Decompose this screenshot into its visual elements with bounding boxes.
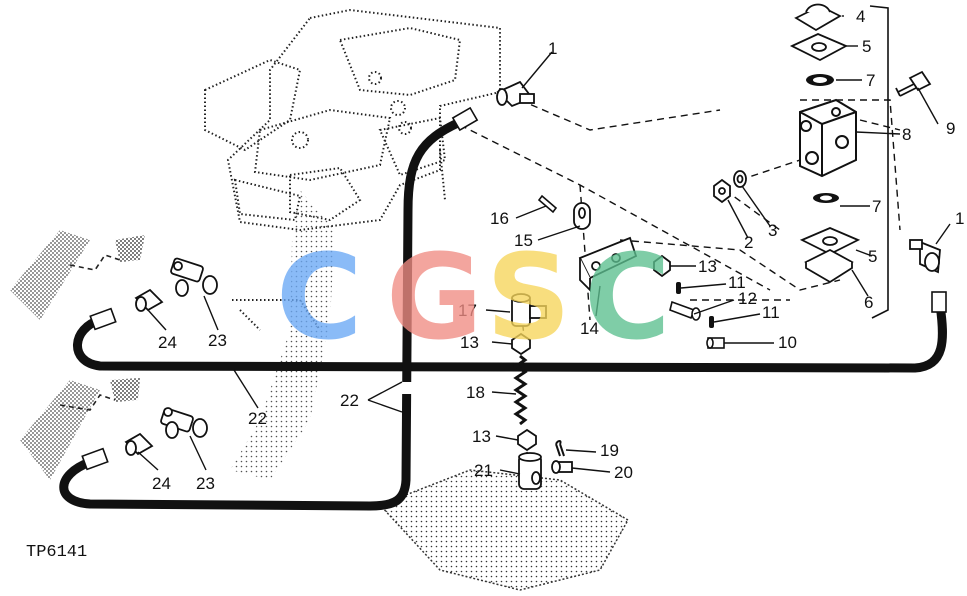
watermark: C G S C [276,228,671,366]
callout-24-lower: 24 [152,474,171,493]
part-cotter-pin-19 [555,440,565,457]
figure-code: TP6141 [26,543,87,562]
callout-20: 20 [614,463,633,482]
callout-11-upper: 11 [728,273,746,292]
callout-2: 2 [744,233,753,252]
callout-23-upper: 23 [208,331,227,350]
callout-13-mid: 13 [460,333,479,352]
callout-13-lower: 13 [472,427,491,446]
part-pin-16 [537,194,558,214]
callout-7-top: 7 [866,71,875,90]
callout-22-right: 22 [340,391,359,410]
part-gasket-5-bottom [799,227,861,256]
part-fitting-23-lower [160,407,208,439]
part-link-15 [573,202,591,230]
callout-10: 10 [778,333,797,352]
callout-8: 8 [902,125,911,144]
callout-13-right: 13 [698,257,717,276]
part-nut-13-right [653,254,671,278]
part-nut-13-mid [511,332,531,356]
part-valve-body-8 [799,98,857,178]
part-elbow-fitting-1 [496,80,535,108]
callout-24-upper: 24 [158,333,177,352]
callout-5-bottom: 5 [868,247,877,266]
part-elbow-fitting-1-right [909,239,941,274]
watermark-letter-s: S [486,228,571,366]
hose-group [59,117,947,511]
hose-vertical [59,117,465,511]
callout-leaders [137,15,951,475]
part-valve-cap-4 [794,3,842,32]
callout-16: 16 [490,209,509,228]
callout-7-bottom: 7 [872,197,881,216]
part-bolt-12 [669,300,701,321]
valve-stack-bracket [869,5,889,319]
callout-11-lower: 11 [762,303,780,322]
part-bolt-9 [895,70,932,97]
watermark-letter-c-1: C [276,228,363,366]
callout-18: 18 [466,383,485,402]
callout-1-right: 1 [955,209,964,228]
part-gasket-5-top [789,33,849,62]
background-floor-plate [378,469,630,591]
callout-labels: 1 1 2 3 4 5 5 6 7 7 8 9 10 11 11 12 13 1… [152,7,964,493]
hose-ferrules [81,106,947,471]
part-spring-18 [513,354,528,426]
part-washer-3 [733,170,747,188]
part-plate-6 [804,248,854,284]
callout-5-top: 5 [862,37,871,56]
callout-21: 21 [474,461,493,480]
callout-22-left: 22 [248,409,267,428]
part-fitting-24-lower [124,432,154,456]
callout-14: 14 [580,319,599,338]
hose-main-horizontal [73,300,947,373]
part-nut-13-lower [517,428,537,452]
callout-19: 19 [600,441,619,460]
callout-9: 9 [946,119,955,138]
assembly-dashed-lines [459,99,901,471]
part-fitting-24-upper [134,288,164,312]
background-engine-outline [204,8,501,331]
watermark-letter-c-2: C [584,228,671,366]
part-clevis-21 [518,452,542,490]
part-tee-fitting-17 [511,293,547,327]
callout-23-lower: 23 [196,474,215,493]
part-oring-7-bottom [813,193,839,203]
callout-15: 15 [514,231,533,250]
watermark-letter-g: G [386,228,483,366]
background-dotted-arm [10,190,335,480]
part-fitting-23-upper [170,257,218,297]
part-bracket-14 [578,236,638,293]
callout-6: 6 [864,293,873,312]
callout-3: 3 [768,221,777,240]
part-pin-11-lower [709,316,714,328]
part-pin-20 [551,460,573,474]
part-bolt-10 [706,337,725,349]
callout-1: 1 [548,39,557,58]
part-nut-2 [713,178,731,204]
background-dashed-lines [59,254,121,411]
callout-4: 4 [856,7,865,26]
callout-17: 17 [458,301,477,320]
callout-12: 12 [738,289,757,308]
part-pin-11-upper [676,282,681,294]
part-oring-7-top [806,74,834,86]
